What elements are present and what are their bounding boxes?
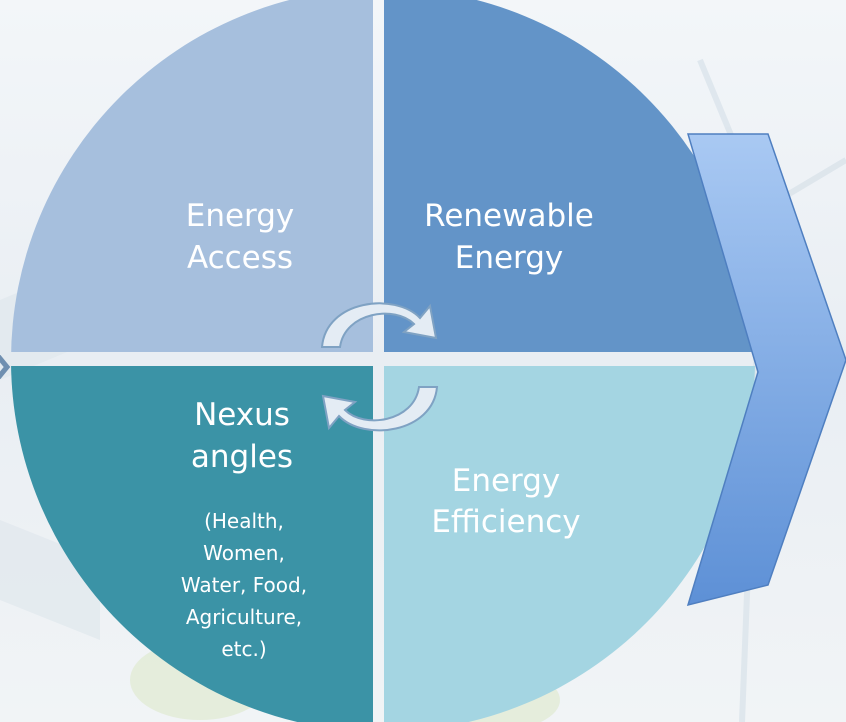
energy-efficiency-label-line1: Energy (452, 463, 561, 499)
chevron-right-arrow-icon (686, 133, 846, 607)
energy-efficiency-label-line2: Efficiency (431, 504, 580, 540)
nexus-label-line2: angles (191, 439, 293, 475)
left-edge-arrow-icon (0, 355, 11, 379)
nexus-label-line1: Nexus (194, 397, 290, 433)
renewable-energy-label-line1: Renewable (424, 198, 594, 234)
nexus-detail-line: Women, (203, 541, 285, 565)
nexus-detail-line: (Health, (204, 509, 284, 533)
nexus-detail-line: Water, Food, (181, 573, 307, 597)
curved-arrow-left-icon (321, 386, 439, 432)
quadrant-energy-access (11, 0, 373, 352)
energy-access-label-line1: Energy (186, 198, 295, 234)
curved-arrow-right-icon (320, 302, 438, 348)
energy-access-label-line2: Access (187, 240, 293, 276)
nexus-detail-line: etc.) (221, 637, 266, 661)
quadrant-nexus-angles (11, 366, 373, 722)
renewable-energy-label-line2: Energy (455, 240, 564, 276)
nexus-detail-line: Agriculture, (186, 605, 302, 629)
